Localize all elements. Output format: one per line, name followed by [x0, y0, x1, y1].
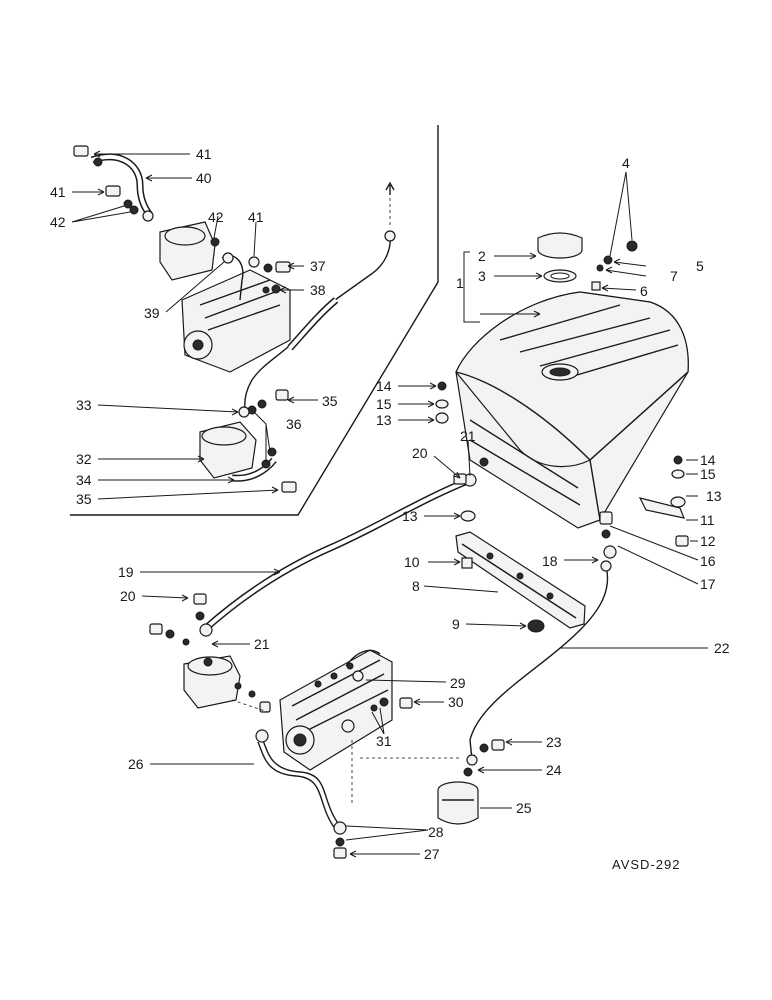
callout-9: 9: [452, 616, 460, 632]
callout-21-bottom: 21: [254, 636, 270, 652]
callout-35-bottom: 35: [76, 491, 92, 507]
bolt-icon: [333, 847, 347, 859]
callout-42-left: 42: [50, 214, 66, 230]
bolt-icon: [491, 739, 505, 751]
bolt-icon: [281, 481, 297, 493]
callout-40: 40: [196, 170, 212, 186]
callout-15-right: 15: [700, 466, 716, 482]
callout-12: 12: [700, 533, 716, 549]
bolt-icon: [399, 697, 413, 709]
drawing-code: AVSD-292: [612, 857, 680, 872]
callout-34: 34: [76, 472, 92, 488]
callout-5: 5: [696, 258, 704, 274]
callout-13-left: 13: [376, 412, 392, 428]
callout-14-right: 14: [700, 452, 716, 468]
callout-11: 11: [700, 512, 715, 528]
inset-upper-pump: [73, 145, 396, 493]
callout-21-top: 21: [460, 428, 476, 444]
callout-3: 3: [478, 268, 486, 284]
callout-7: 7: [670, 268, 678, 284]
callout-38: 38: [310, 282, 326, 298]
bolt-icon: [275, 389, 289, 401]
callout-16: 16: [700, 553, 716, 569]
callout-29: 29: [450, 675, 466, 691]
callout-42: 42: [208, 209, 224, 225]
callout-41-top: 41: [196, 146, 212, 162]
callout-24: 24: [546, 762, 562, 778]
callout-28: 28: [428, 824, 444, 840]
callout-25: 25: [516, 800, 532, 816]
callout-8: 8: [412, 578, 420, 594]
callout-35-top: 35: [322, 393, 338, 409]
callout-41-mid: 41: [248, 209, 264, 225]
callout-23: 23: [546, 734, 562, 750]
fuel-lines: [199, 457, 617, 859]
callout-14-left: 14: [376, 378, 392, 394]
callout-26: 26: [128, 756, 144, 772]
leader-lines: [71, 150, 708, 858]
callout-labels: 41 40 41 42 42 41 37 38 39 35 33 36 32 3…: [50, 146, 730, 862]
callout-33: 33: [76, 397, 92, 413]
callout-6: 6: [640, 283, 648, 299]
fuel-tank: [435, 232, 689, 547]
callout-27: 27: [424, 846, 440, 862]
bolt-icon: [461, 557, 473, 569]
inset-divider: [70, 125, 439, 516]
tank-support-bracket: [455, 531, 586, 633]
callout-32: 32: [76, 451, 92, 467]
callout-36: 36: [286, 416, 302, 432]
callout-20-top: 20: [412, 445, 428, 461]
callout-10: 10: [404, 554, 420, 570]
callout-13-right: 13: [706, 488, 722, 504]
bolt-icon: [193, 593, 207, 605]
callout-18: 18: [542, 553, 558, 569]
screw-icon: [591, 281, 601, 291]
callout-22: 22: [714, 640, 730, 656]
callout-31: 31: [376, 733, 392, 749]
callout-13-mid: 13: [402, 508, 418, 524]
callout-41-left: 41: [50, 184, 66, 200]
bolt-icon: [675, 535, 689, 547]
shutoff-valve-icon: [599, 511, 613, 525]
lower-pump-assembly: [149, 593, 505, 825]
callout-20-bottom: 20: [120, 588, 136, 604]
callout-4: 4: [622, 155, 630, 171]
callout-17: 17: [700, 576, 716, 592]
fitting-icon: [275, 261, 291, 273]
callout-19: 19: [118, 564, 134, 580]
callout-2: 2: [478, 248, 486, 264]
callout-1: 1: [456, 275, 464, 291]
banjo-bolt-icon: [73, 145, 89, 157]
callout-15-left: 15: [376, 396, 392, 412]
bolt-icon: [453, 473, 467, 485]
callout-37: 37: [310, 258, 326, 274]
banjo-bolt-icon: [105, 185, 121, 197]
callout-30: 30: [448, 694, 464, 710]
callout-39: 39: [144, 305, 160, 321]
